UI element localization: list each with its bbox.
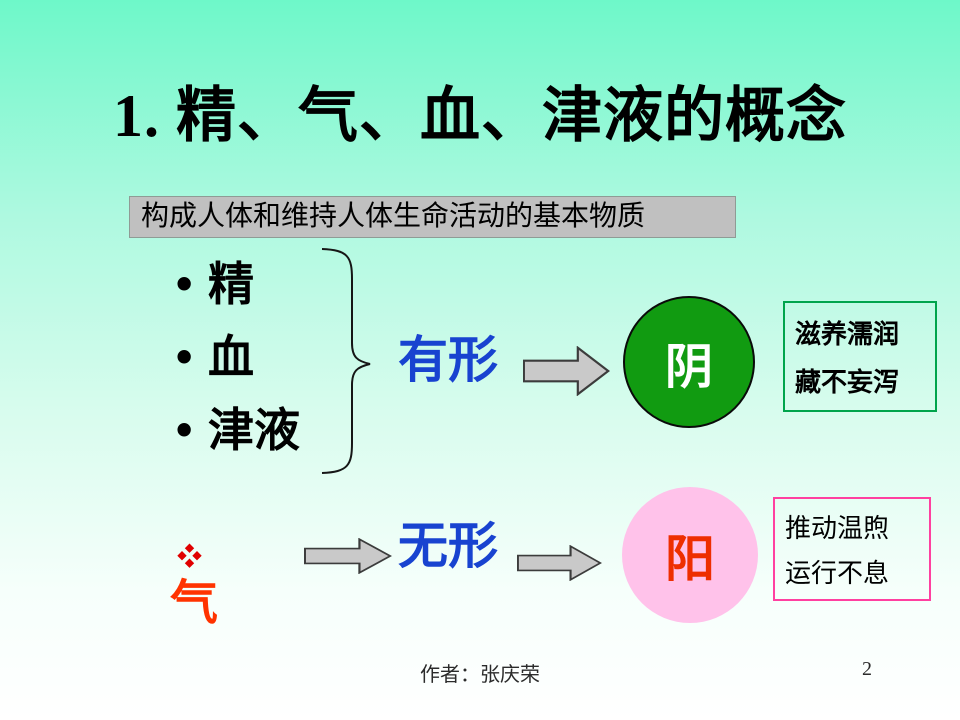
wuxing-label: 无形 — [398, 518, 498, 574]
definition-box: 构成人体和维持人体生命活动的基本物质 — [129, 196, 736, 238]
yang-note-line: 运行不息 — [785, 559, 890, 589]
yang-circle-label: 阳 — [665, 531, 715, 587]
qi-label: 气 — [170, 577, 219, 630]
list-item-label: 津液 — [208, 405, 300, 456]
bullet-dot-icon: • — [172, 263, 197, 307]
yin-note-line: 藏不妄泻 — [795, 368, 900, 397]
footer-author: 作者：张庆荣 — [420, 664, 540, 686]
youxing-label: 有形 — [398, 332, 498, 388]
list-item-label: 精 — [208, 259, 254, 310]
list-item-jinye: • 津液 — [172, 402, 300, 460]
page-number: 2 — [862, 658, 872, 680]
yin-circle: 阴 — [623, 296, 755, 428]
list-item-jing: • 精 — [172, 256, 254, 314]
yin-circle-label: 阴 — [664, 341, 713, 394]
arrow-right-icon — [517, 545, 602, 581]
yang-circle: 阳 — [622, 487, 758, 623]
yin-note-box: 滋养濡润 藏不妄泻 — [783, 301, 937, 412]
yin-note-line: 滋养濡润 — [795, 320, 900, 349]
slide-title: 1. 精、气、血、津液的概念 — [113, 83, 847, 149]
list-item-label: 血 — [208, 332, 254, 383]
bullet-dot-icon: • — [172, 336, 197, 380]
list-item-xue: • 血 — [172, 329, 254, 387]
diamond-bullet-icon — [177, 543, 202, 568]
definition-text: 构成人体和维持人体生命活动的基本物质 — [141, 201, 646, 232]
arrow-right-icon — [523, 346, 610, 396]
bullet-dot-icon: • — [172, 409, 197, 453]
curly-brace-icon — [321, 248, 371, 474]
yang-note-line: 推动温煦 — [785, 513, 890, 543]
arrow-right-icon — [304, 538, 392, 574]
yang-note-box: 推动温煦 运行不息 — [773, 497, 931, 601]
